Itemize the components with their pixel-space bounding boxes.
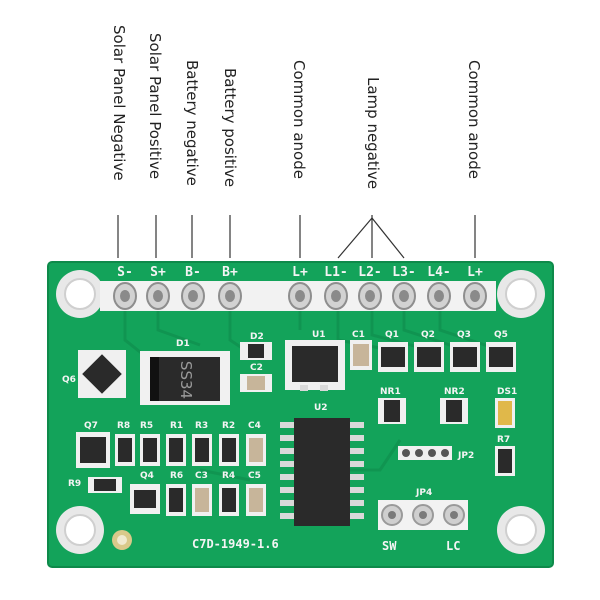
pin-label: B+ [222,265,238,280]
svg-text:JP2: JP2 [457,451,474,461]
leader-lines [117,215,476,259]
pin-pad-0 [113,282,137,310]
svg-text:R9: R9 [68,479,81,489]
jumper-jp4: JP4 SW LC [378,488,468,553]
leader-l1 [337,217,373,259]
leader-l3 [371,217,405,259]
svg-text:C2: C2 [250,363,263,373]
svg-text:R5: R5 [140,421,153,431]
label-lc: LC [446,539,460,553]
callout-common-anode-right: Common anode [465,60,483,179]
passive-bank: Q7 R8 R5 R1 R3 R2 C4 R9 Q4 R6 C3 R4 C5 [68,421,266,516]
pin-pad-3 [218,282,242,310]
svg-text:U1: U1 [312,330,326,340]
mounting-hole-bottom-right [497,506,545,554]
svg-text:C3: C3 [195,471,208,481]
svg-text:NR2: NR2 [444,387,465,397]
regulator-u1: U1 [285,330,345,391]
svg-text:R4: R4 [222,471,235,481]
pin-pad-6 [358,282,382,310]
pin-pad-8 [427,282,451,310]
pin-label: L4- [427,265,450,280]
transistor-row: Q1 Q2 Q3 Q5 [378,330,516,372]
pin-pad-7 [392,282,416,310]
mounting-hole-top-right [497,270,545,318]
callout-battery-negative: Battery negative [183,60,201,186]
transistor-q6: Q6 [62,350,126,398]
svg-text:R1: R1 [170,421,183,431]
svg-text:NR1: NR1 [380,387,401,397]
nr-ds-parts: NR1 NR2 DS1 R7 [378,387,517,476]
svg-text:Q6: Q6 [62,375,76,385]
pin-label: L+ [467,265,483,280]
svg-text:Q2: Q2 [421,330,435,340]
callout-lamp-negative: Lamp negative [364,77,382,189]
pin-pad-4 [288,282,312,310]
pin-label: S+ [150,265,166,280]
ic-u2: U2 [280,403,364,526]
svg-text:C4: C4 [248,421,261,431]
pin-label: L3- [392,265,415,280]
small-parts-d2-c2: D2 C2 [240,332,272,392]
pin-label: B- [185,265,201,280]
pin-pad-5 [324,282,348,310]
svg-text:Q1: Q1 [385,330,399,340]
diode-d1: D1 SS34 [140,339,230,405]
svg-text:U2: U2 [314,403,328,413]
svg-text:R3: R3 [195,421,208,431]
board-id: C7D-1949-1.6 [192,537,279,551]
mounting-hole-bottom-left [56,506,104,554]
pin-label: L1- [324,265,347,280]
callout-solar-negative: Solar Panel Negative [110,25,128,181]
svg-text:R8: R8 [117,421,130,431]
mounting-holes [56,270,545,554]
svg-text:R2: R2 [222,421,235,431]
pin-pad-1 [146,282,170,310]
diode-marking: SS34 [177,361,195,399]
pin-header: S- S+ B- B+ L+ L1- L2- L3- L4- L+ [100,265,496,311]
callout-battery-positive: Battery positive [221,68,239,187]
pin-label: S- [117,265,133,280]
pin-label: L+ [292,265,308,280]
pin-label: L2- [358,265,381,280]
pin-pad-2 [181,282,205,310]
callout-solar-positive: Solar Panel Positive [146,33,164,179]
pin-pad-9 [463,282,487,310]
small-via-bottom [112,530,132,550]
svg-text:R6: R6 [170,471,183,481]
svg-text:C1: C1 [352,330,365,340]
svg-text:R7: R7 [497,435,510,445]
jumper-jp2: JP2 [398,446,474,461]
svg-text:Q3: Q3 [457,330,471,340]
callout-labels: Solar Panel Negative Solar Panel Positiv… [110,25,483,189]
svg-text:Q5: Q5 [494,330,508,340]
mounting-hole-top-left [56,270,104,318]
svg-text:Q7: Q7 [84,421,98,431]
svg-text:Q4: Q4 [140,471,154,481]
capacitor-c1: C1 [350,330,372,370]
callout-common-anode-left: Common anode [290,60,308,179]
label-sw: SW [382,539,397,553]
svg-text:DS1: DS1 [497,387,517,397]
svg-text:D1: D1 [176,339,190,349]
svg-text:JP4: JP4 [415,488,432,498]
svg-text:D2: D2 [250,332,264,342]
svg-text:C5: C5 [248,471,261,481]
